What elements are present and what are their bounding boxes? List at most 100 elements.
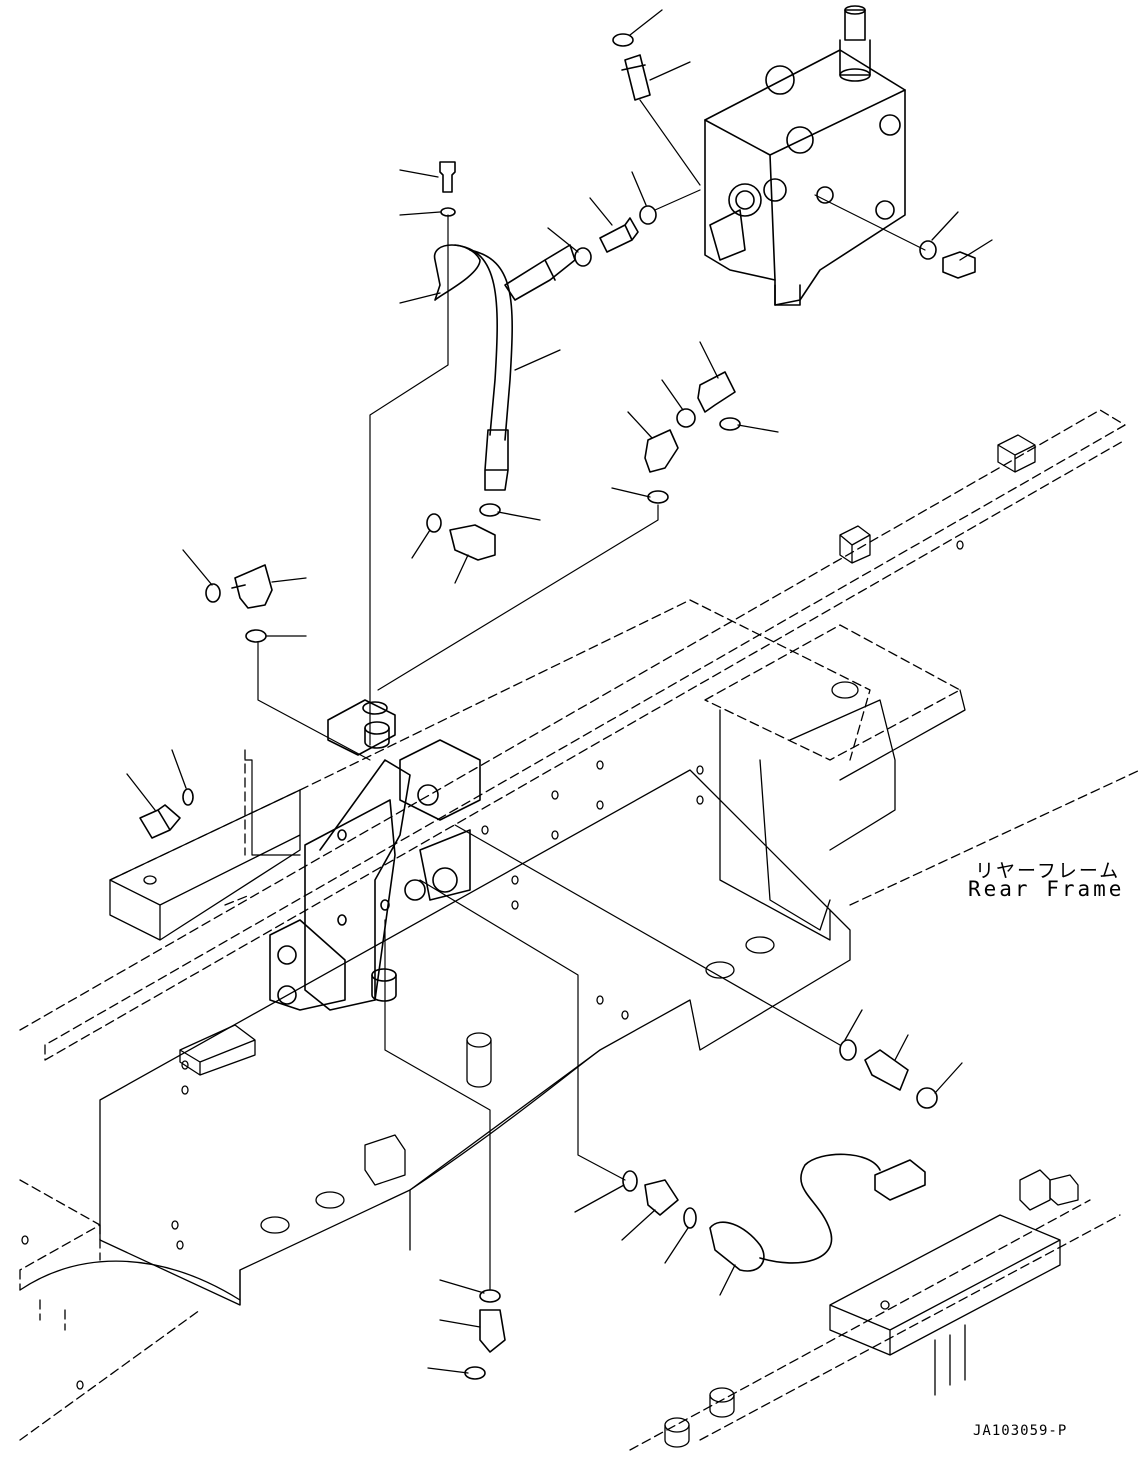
valve-bracket xyxy=(269,699,481,1011)
frame-small-hole xyxy=(76,1380,84,1390)
washer xyxy=(182,788,194,806)
o-ring xyxy=(919,240,937,260)
elbow-fitting xyxy=(449,524,496,561)
frame-upper-bracket-side xyxy=(719,689,966,941)
frame-body-front xyxy=(99,769,851,1306)
sensor xyxy=(709,1221,765,1272)
frame-right-posts xyxy=(934,1324,966,1396)
o-ring xyxy=(205,583,221,603)
frame-right-dashed-line xyxy=(849,769,1141,906)
frame-small-hole xyxy=(880,1300,890,1310)
frame-small-hole xyxy=(596,995,604,1005)
small-plate xyxy=(364,1134,406,1186)
frame-small-hole xyxy=(181,1060,189,1070)
valve-port xyxy=(735,190,755,210)
frame-small-hole xyxy=(511,875,519,885)
o-ring xyxy=(676,408,696,428)
rear-frame-label-en: Rear Frame xyxy=(968,877,1125,901)
frame-hole xyxy=(705,961,735,979)
frame-small-hole xyxy=(956,540,964,550)
valve-bottom-stem xyxy=(774,284,801,306)
fittings xyxy=(139,33,976,1380)
block-port xyxy=(432,867,458,893)
frame-small-hole xyxy=(176,1240,184,1250)
valve-port xyxy=(879,114,901,136)
small-plate xyxy=(179,1024,256,1076)
elbow-fitting xyxy=(697,371,736,413)
hose-body xyxy=(454,244,513,441)
frame-small-hole xyxy=(696,795,704,805)
frame-body-inner-curve xyxy=(239,1049,601,1306)
bolt xyxy=(439,161,456,193)
rear-frame xyxy=(19,409,1141,1451)
valve-relief-cap xyxy=(709,209,746,261)
o-ring xyxy=(647,490,669,504)
o-ring xyxy=(639,205,657,225)
hose-assembly xyxy=(433,244,576,491)
o-ring xyxy=(622,1170,638,1192)
drawing-code: JA103059-P xyxy=(973,1423,1068,1439)
frame-right-lower-rail xyxy=(629,1199,1121,1451)
frame-upper-rail xyxy=(19,409,1126,1046)
rail-block xyxy=(839,525,871,564)
spacer-boss xyxy=(664,1424,690,1448)
block-lower-boss xyxy=(371,974,397,1002)
valve-port xyxy=(728,183,762,217)
frame-lower-diagonal xyxy=(19,1299,201,1441)
o-ring xyxy=(719,417,741,431)
block-mount-ear xyxy=(269,919,346,1011)
o-ring xyxy=(245,629,267,643)
o-ring xyxy=(479,1289,501,1303)
valve-face xyxy=(704,89,906,281)
o-ring xyxy=(839,1039,857,1061)
frame-small-hole xyxy=(481,825,489,835)
bolt xyxy=(139,804,181,839)
valve-port xyxy=(875,200,895,220)
frame-hole xyxy=(315,1191,345,1209)
frame-small-hole xyxy=(596,800,604,810)
frame-small-hole xyxy=(551,830,559,840)
frame-right-crossbar xyxy=(829,1214,1061,1356)
valve-port xyxy=(765,65,795,95)
adapter xyxy=(621,54,651,101)
o-ring xyxy=(683,1207,697,1229)
bracket-upright xyxy=(319,759,411,1001)
frame-small-hole xyxy=(696,765,704,775)
frame-body-top xyxy=(109,599,871,881)
frame-small-hole xyxy=(551,790,559,800)
frame-small-hole xyxy=(181,1085,189,1095)
leader-lines xyxy=(126,9,993,1374)
sensor-harness xyxy=(759,1153,881,1264)
connector xyxy=(644,1179,679,1216)
spacer-boss xyxy=(466,1039,492,1088)
o-ring xyxy=(479,503,501,517)
frame-upper-bracket xyxy=(704,624,961,761)
frame-hole xyxy=(831,681,859,699)
frame-upper-rail-lower-edge xyxy=(44,439,1126,1061)
connector xyxy=(599,217,639,253)
hose-clamp xyxy=(433,244,481,301)
frame-small-hole xyxy=(621,1010,629,1020)
frame-lower-curve xyxy=(19,1260,241,1301)
valve-body xyxy=(704,49,906,306)
frame-left-lower xyxy=(19,1179,101,1291)
frame-small-hole xyxy=(596,760,604,770)
hose-end-fitting xyxy=(484,429,509,491)
control-valve xyxy=(704,5,906,306)
spacer-boss-top xyxy=(466,1032,492,1048)
rear-frame-label-jp: リヤーフレーム xyxy=(975,860,1121,882)
frame-small-hole xyxy=(21,1235,29,1245)
elbow-fitting xyxy=(644,429,679,473)
bracket-boss xyxy=(364,727,390,749)
valve-port xyxy=(763,178,787,202)
block-body xyxy=(399,739,481,901)
valve-spool-stem xyxy=(839,9,871,76)
plug xyxy=(942,251,976,279)
rail-block xyxy=(1019,1169,1051,1211)
block-port xyxy=(417,784,439,806)
hose-top-fitting xyxy=(504,244,576,301)
valve-port xyxy=(786,126,814,154)
bracket-top-plate xyxy=(327,699,396,756)
